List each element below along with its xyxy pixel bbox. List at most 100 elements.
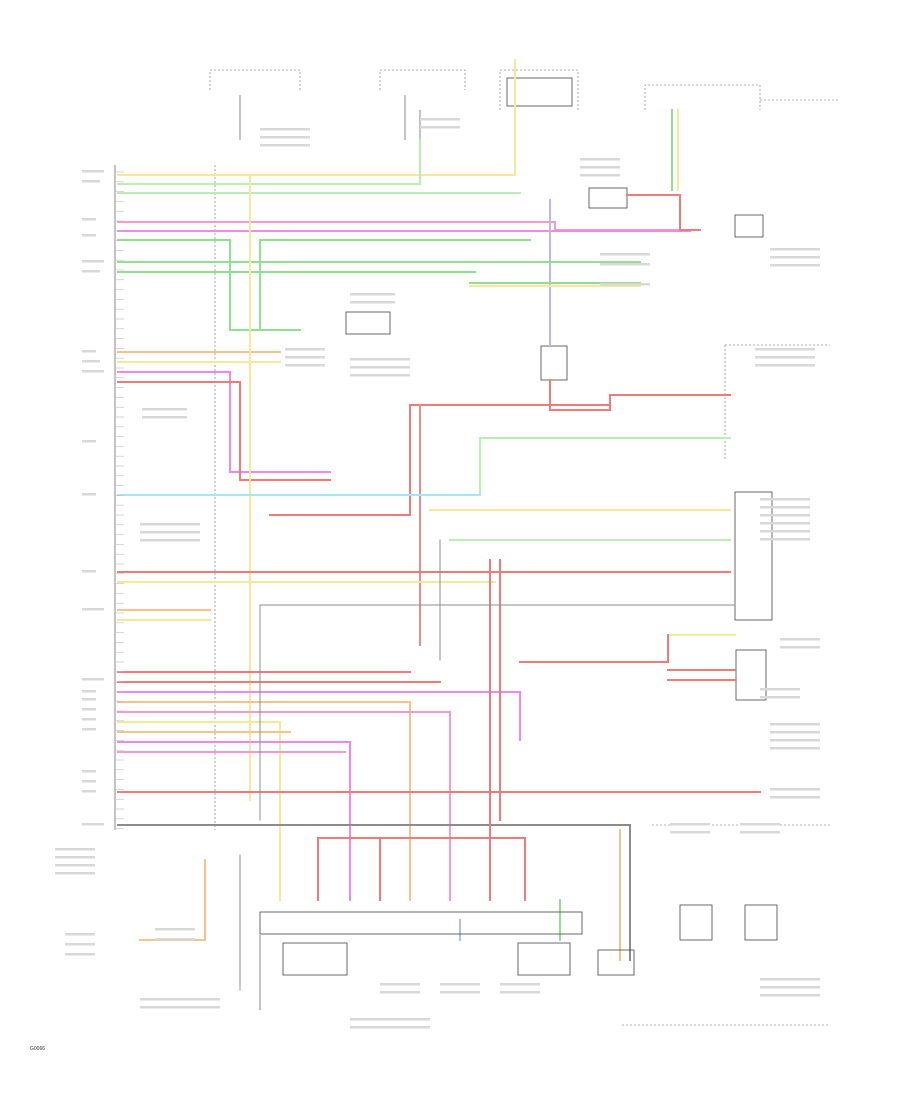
faint-label-mark — [285, 356, 325, 359]
faint-label-mark — [82, 370, 104, 373]
faint-label-mark — [350, 1026, 430, 1029]
faint-label-mark — [82, 270, 100, 273]
wire-harness — [117, 59, 761, 991]
faint-label-mark — [760, 498, 810, 501]
faint-label-mark — [65, 933, 95, 936]
faint-label-mark — [260, 128, 310, 131]
faint-label-mark — [82, 708, 96, 711]
faint-label-mark — [760, 986, 820, 989]
faint-label-mark — [760, 522, 810, 525]
faint-label-mark — [770, 264, 820, 267]
lower-connectors — [259, 824, 830, 1026]
faint-label-mark — [770, 788, 820, 791]
faint-label-mark — [760, 530, 810, 533]
faint-label-mark — [770, 796, 820, 799]
wire-red — [317, 837, 526, 901]
faint-label-mark — [140, 531, 200, 534]
wire-red — [549, 379, 731, 411]
faint-label-mark — [260, 136, 310, 139]
faint-label-mark — [350, 358, 410, 361]
faint-label-mark — [82, 608, 104, 611]
faint-label-mark — [55, 848, 95, 851]
wire-pink — [117, 221, 691, 231]
faint-label-mark — [580, 158, 620, 161]
faint-label-mark — [285, 348, 325, 351]
wire-magenta — [117, 371, 331, 473]
faint-label-mark — [65, 943, 95, 946]
faint-label-mark — [155, 938, 195, 941]
wire-orange — [117, 701, 411, 901]
faint-label-mark — [770, 248, 820, 251]
faint-label-mark — [82, 690, 96, 693]
faint-label-mark — [82, 698, 96, 701]
faint-label-mark — [755, 364, 815, 367]
faint-label-mark — [55, 856, 95, 859]
faint-label-mark — [760, 506, 810, 509]
faint-label-mark — [82, 823, 104, 826]
faint-label-mark — [82, 780, 96, 783]
faint-label-mark — [600, 253, 650, 256]
faint-label-mark — [82, 678, 104, 681]
faint-label-mark — [380, 991, 420, 994]
faint-label-mark — [350, 1018, 430, 1021]
faint-label-mark — [600, 283, 650, 286]
faint-label-mark — [770, 747, 820, 750]
wire-light-green — [117, 139, 421, 185]
faint-label-mark — [760, 978, 820, 981]
faint-label-mark — [770, 731, 820, 734]
faint-label-mark — [760, 688, 800, 691]
wire-light-green — [479, 437, 731, 496]
faint-label-mark — [770, 256, 820, 259]
faint-label-mark — [760, 696, 800, 699]
faint-label-mark — [82, 570, 96, 573]
faint-label-mark — [580, 166, 620, 169]
wire-red — [269, 404, 611, 516]
faint-label-mark — [65, 953, 95, 956]
faint-label-mark — [755, 356, 815, 359]
faint-label-mark — [82, 218, 96, 221]
wire-pink — [117, 711, 451, 901]
faint-label-mark — [600, 263, 650, 266]
faint-label-mark — [82, 440, 96, 443]
faint-label-mark — [420, 118, 460, 121]
faint-label-mark — [780, 638, 820, 641]
faint-label-mark — [740, 831, 780, 834]
faint-label-mark — [760, 994, 820, 997]
wire-yellow — [117, 59, 516, 176]
faint-label-mark — [380, 983, 420, 986]
faint-label-mark — [760, 538, 810, 541]
faint-label-mark — [140, 539, 200, 542]
faint-label-mark — [670, 823, 710, 826]
faint-label-mark — [420, 126, 460, 129]
faint-label-mark — [760, 514, 810, 517]
faint-label-mark — [350, 366, 410, 369]
faint-label-mark — [770, 739, 820, 742]
wire-gray — [117, 824, 631, 961]
faint-label-mark — [755, 348, 815, 351]
faint-label-mark — [82, 350, 96, 353]
faint-label-mark — [780, 646, 820, 649]
wire-green — [259, 239, 531, 331]
faint-label-mark — [285, 364, 325, 367]
wire-red — [626, 194, 701, 231]
faint-label-mark — [82, 728, 96, 731]
faint-label-mark — [142, 416, 187, 419]
wire-red — [117, 381, 331, 481]
faint-label-mark — [440, 991, 480, 994]
wire-yellow — [117, 721, 281, 901]
faint-label-mark — [140, 998, 220, 1001]
faint-label-mark — [350, 301, 395, 304]
faint-label-mark — [580, 174, 620, 177]
faint-label-mark — [770, 723, 820, 726]
faint-label-mark — [500, 991, 540, 994]
faint-label-mark — [82, 260, 104, 263]
wire-green — [117, 239, 301, 331]
faint-label-mark — [500, 983, 540, 986]
faint-label-mark — [440, 983, 480, 986]
faint-label-mark — [82, 790, 96, 793]
pcm-connector-strip — [114, 165, 216, 830]
faint-label-mark — [55, 872, 95, 875]
faint-label-mark — [82, 360, 100, 363]
diagram-id: G0066 — [30, 1046, 45, 1052]
